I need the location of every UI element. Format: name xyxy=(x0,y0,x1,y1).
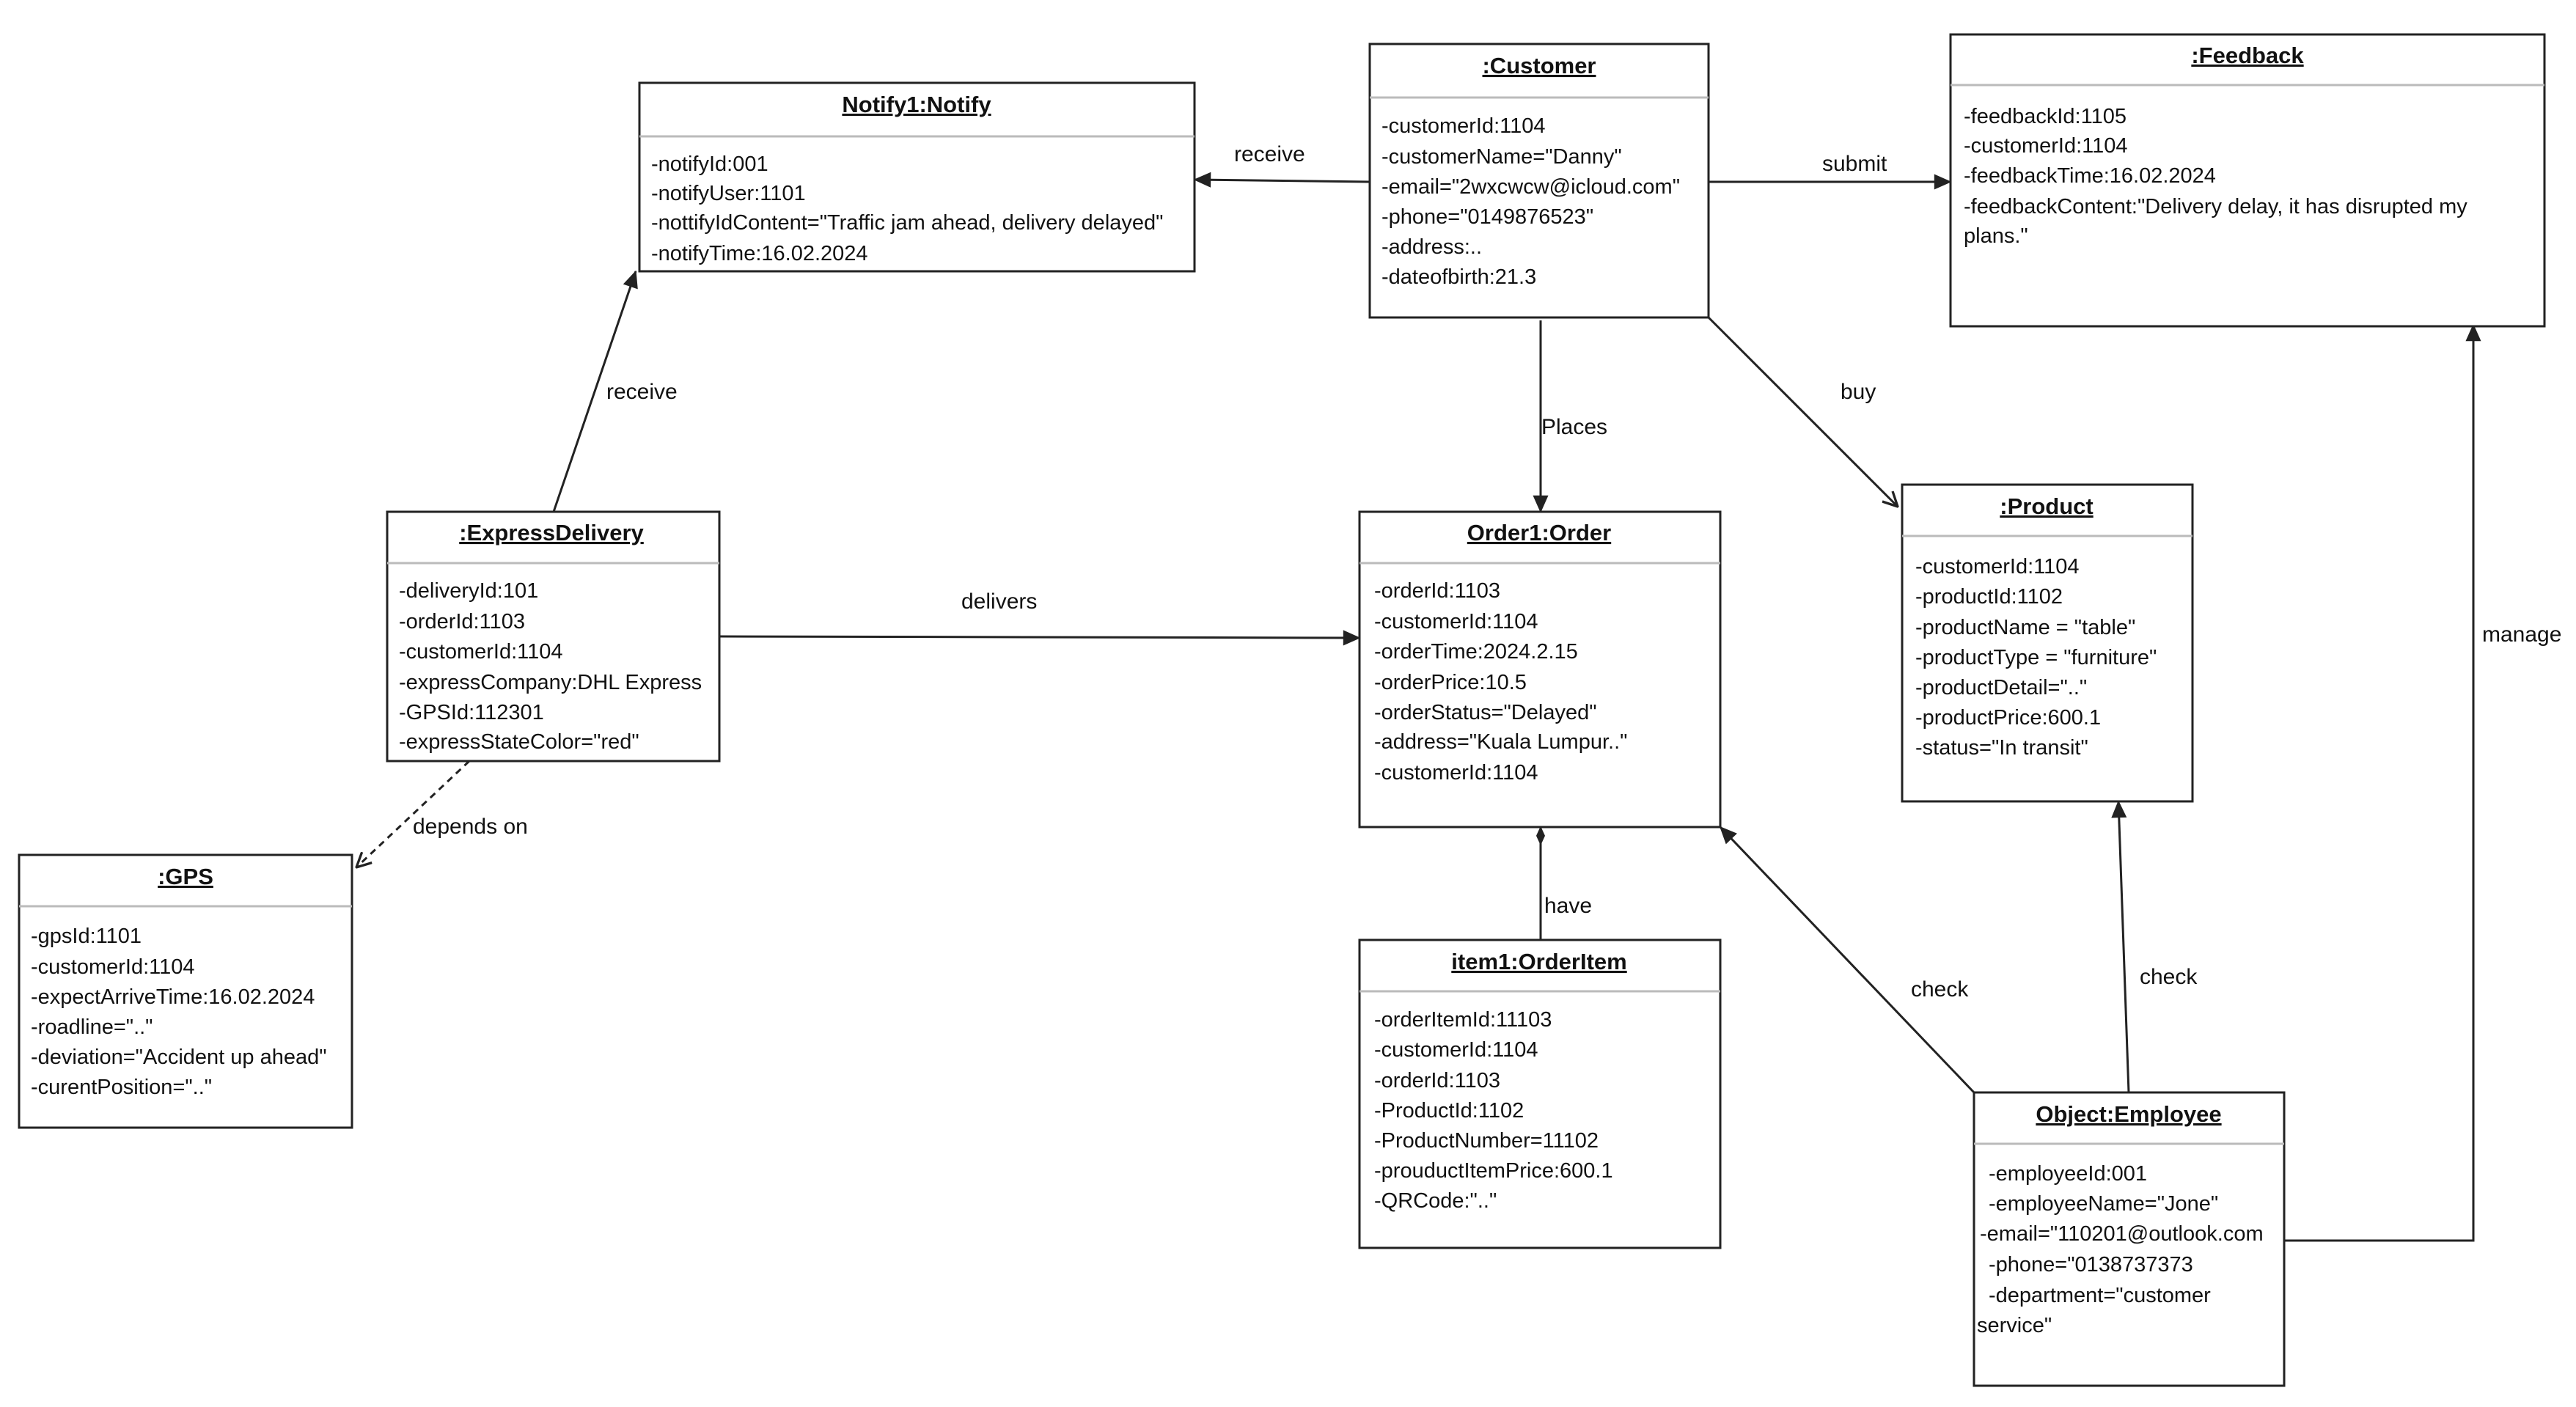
attribute: -expectArriveTime:16.02.2024 xyxy=(31,985,315,1009)
attribute: -notifyId:001 xyxy=(651,153,768,176)
attribute: -address="Kuala Lumpur.." xyxy=(1374,730,1627,754)
object-title: :ExpressDelivery xyxy=(459,520,644,545)
label-express-notify: receive xyxy=(606,380,678,404)
edge-express-notify xyxy=(552,271,636,513)
object-gps: :GPS -gpsId:1101 -customerId:1104 -expec… xyxy=(18,853,353,1129)
object-title: :GPS xyxy=(158,864,213,889)
label-employee-product: check xyxy=(2140,965,2198,989)
attribute: -expressCompany:DHL Express xyxy=(399,671,702,694)
attribute: -employeeId:001 xyxy=(1989,1162,2147,1186)
edge-customer-notify xyxy=(1195,180,1370,182)
edge-labels-layer: receive submit receive Places buy delive… xyxy=(413,142,2561,1002)
edge-customer-product xyxy=(1707,316,1898,507)
attribute: -customerId:1104 xyxy=(1374,610,1538,633)
attribute: -feedbackContent:"Delivery delay, it has… xyxy=(1964,195,2467,218)
attribute: -address:.. xyxy=(1381,235,1482,259)
attribute: -productName = "table" xyxy=(1915,616,2135,639)
label-customer-order: Places xyxy=(1541,415,1607,439)
attribute: -deliveryId:101 xyxy=(399,579,538,603)
attribute: -orderStatus="Delayed" xyxy=(1374,701,1597,724)
label-employee-feedback: manage xyxy=(2482,622,2561,647)
attribute: -orderId:1103 xyxy=(1374,1069,1500,1092)
attribute: -productPrice:600.1 xyxy=(1915,706,2101,730)
attribute: -GPSId:112301 xyxy=(399,701,544,724)
attribute: -QRCode:".." xyxy=(1374,1189,1497,1213)
object-title: Order1:Order xyxy=(1467,520,1611,545)
label-customer-notify: receive xyxy=(1234,142,1305,166)
object-order-item: item1:OrderItem -orderItemId:11103 -cust… xyxy=(1358,938,1722,1249)
object-title: :Product xyxy=(2000,493,2093,519)
attribute: -notifyTime:16.02.2024 xyxy=(651,242,868,265)
attribute: -roadline=".." xyxy=(31,1015,153,1039)
attribute: -orderTime:2024.2.15 xyxy=(1374,640,1578,664)
attribute: -ProductId:1102 xyxy=(1374,1099,1524,1123)
attribute: -customerId:1104 xyxy=(1915,555,2080,578)
attribute: -dateofbirth:21.3 xyxy=(1381,265,1536,289)
attribute: -customerId:1104 xyxy=(1964,134,2128,158)
label-orderitem-order: have xyxy=(1544,894,1592,918)
edges-layer xyxy=(356,180,2473,1242)
attribute: -ProductNumber=11102 xyxy=(1374,1129,1599,1153)
attribute: -customerId:1104 xyxy=(1381,114,1546,138)
object-notify: Notify1:Notify -notifyId:001 -notifyUser… xyxy=(638,81,1196,273)
attribute: plans." xyxy=(1964,224,2028,248)
object-product: :Product -customerId:1104 -productId:110… xyxy=(1901,483,2194,803)
attribute: -prouductItemPrice:600.1 xyxy=(1374,1159,1613,1183)
attribute: -customerName="Danny" xyxy=(1381,145,1622,169)
attribute: -nottifyIdContent="Traffic jam ahead, de… xyxy=(651,211,1163,235)
edge-employee-order xyxy=(1719,827,1975,1094)
object-title: Object:Employee xyxy=(2036,1101,2221,1127)
attribute: -orderId:1103 xyxy=(399,610,525,633)
label-express-order: delivers xyxy=(961,589,1037,614)
attribute: -productId:1102 xyxy=(1915,585,2063,609)
object-customer: :Customer -customerId:1104 -customerName… xyxy=(1368,43,1710,319)
attribute: -status="In transit" xyxy=(1915,736,2088,760)
attribute: -customerId:1104 xyxy=(1374,1038,1538,1062)
attribute: -feedbackTime:16.02.2024 xyxy=(1964,164,2216,188)
attribute: -gpsId:1101 xyxy=(31,925,142,948)
object-express-delivery: :ExpressDelivery -deliveryId:101 -orderI… xyxy=(386,510,721,763)
object-title: :Feedback xyxy=(2191,43,2304,68)
object-order: Order1:Order -orderId:1103 -customerId:1… xyxy=(1358,510,1722,829)
attribute: -deviation="Accident up ahead" xyxy=(31,1046,327,1069)
object-employee: Object:Employee -employeeId:001 -employe… xyxy=(1973,1091,2286,1387)
attribute: -department="customer xyxy=(1989,1284,2211,1307)
edge-express-order xyxy=(719,636,1359,638)
attribute: service" xyxy=(1977,1314,2052,1337)
attribute: -customerId:1104 xyxy=(31,955,195,979)
label-customer-feedback: submit xyxy=(1822,152,1887,176)
attribute: -email="2wxcwcw@icloud.com" xyxy=(1381,175,1680,199)
attribute: -expressStateColor="red" xyxy=(399,730,639,754)
label-customer-product: buy xyxy=(1841,380,1876,404)
attribute: -feedbackId:1105 xyxy=(1964,105,2127,128)
attribute: -productDetail=".." xyxy=(1915,676,2087,699)
attribute: -employeeName="Jone" xyxy=(1989,1192,2218,1216)
attribute: -curentPosition=".." xyxy=(31,1076,212,1099)
edge-employee-feedback xyxy=(2284,325,2473,1242)
label-express-gps: depends on xyxy=(413,815,528,839)
label-employee-order: check xyxy=(1911,977,1969,1002)
object-title: Notify1:Notify xyxy=(842,92,991,117)
attribute: -productType = "furniture" xyxy=(1915,646,2157,669)
attribute: -orderId:1103 xyxy=(1374,579,1500,603)
attribute: -customerId:1104 xyxy=(1374,761,1538,785)
object-feedback: :Feedback -feedbackId:1105 -customerId:1… xyxy=(1949,33,2546,328)
attribute: -orderPrice:10.5 xyxy=(1374,671,1527,694)
attribute: -customerId:1104 xyxy=(399,640,563,664)
attribute: -email="110201@outlook.com xyxy=(1980,1222,2264,1246)
edge-express-gps xyxy=(356,760,471,867)
attribute: -notifyUser:1101 xyxy=(651,182,806,205)
attribute: -phone="0149876523" xyxy=(1381,205,1593,229)
attribute: -phone="0138737373 xyxy=(1989,1253,2193,1276)
object-title: item1:OrderItem xyxy=(1451,949,1626,974)
attribute: -orderItemId:11103 xyxy=(1374,1008,1552,1032)
object-title: :Customer xyxy=(1482,53,1596,78)
edge-employee-product xyxy=(2118,801,2130,1093)
